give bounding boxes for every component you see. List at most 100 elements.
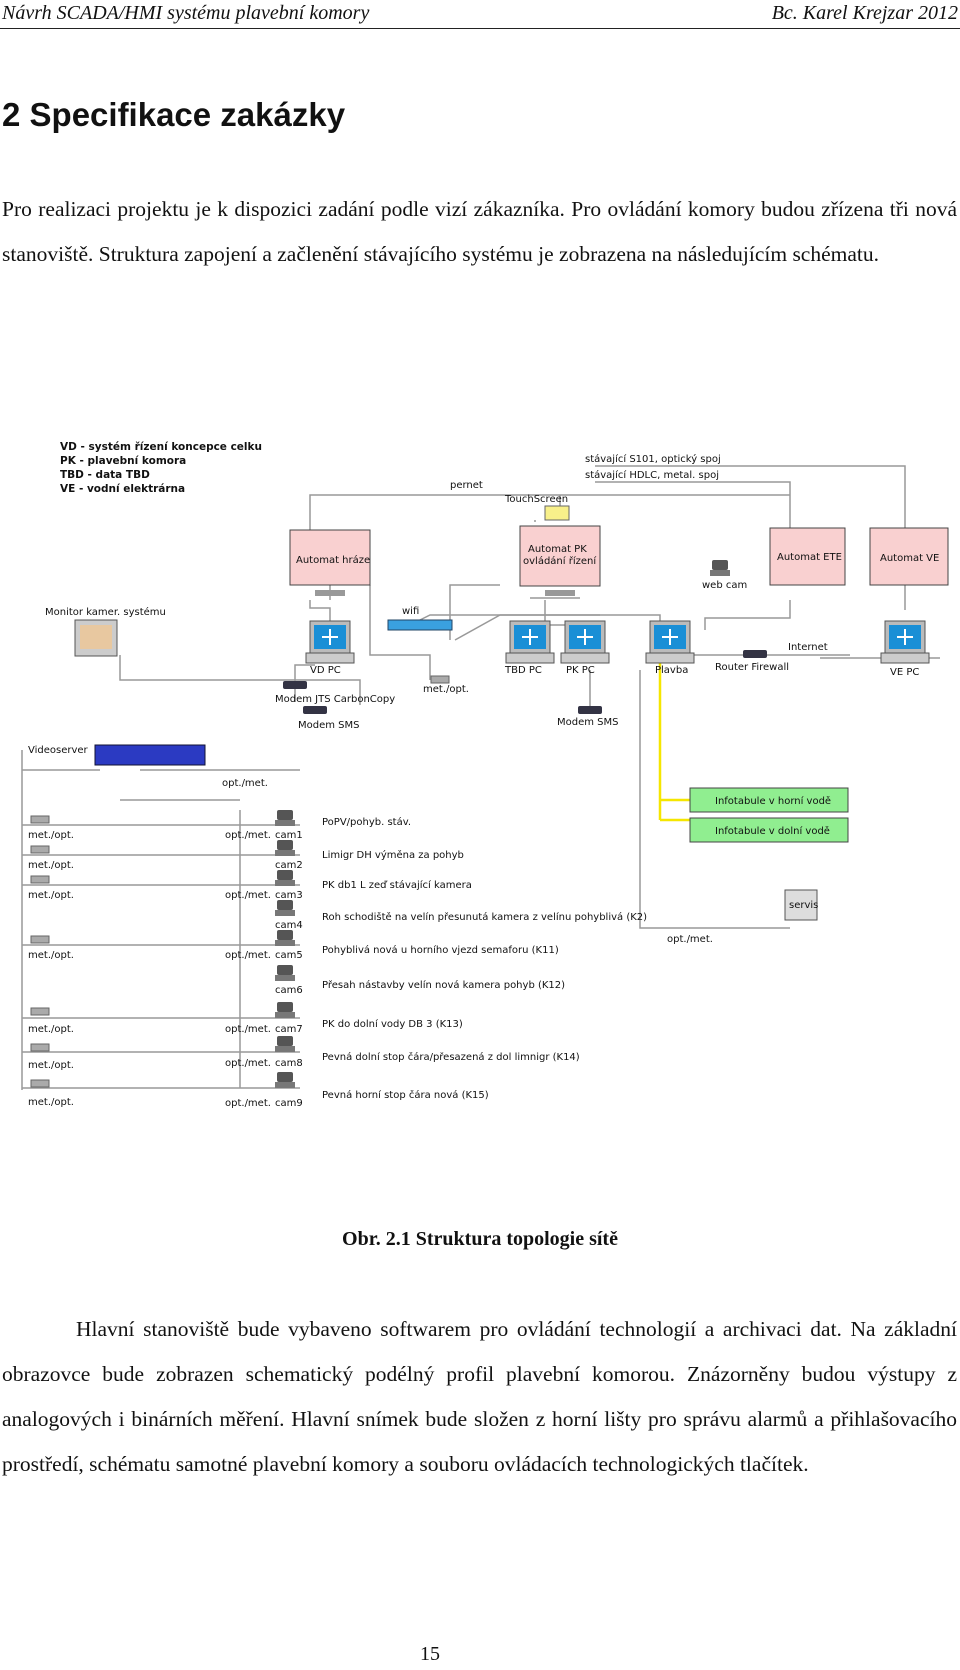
ve-pc-icon — [880, 620, 930, 664]
camera-label: cam7 — [275, 1024, 303, 1035]
camera-description: Pevná horní stop čára nová (K15) — [322, 1089, 489, 1101]
camera-description: PK do dolní vody DB 3 (K13) — [322, 1018, 463, 1030]
wifi-label: wifi — [402, 606, 419, 617]
pk-pc-icon — [560, 620, 610, 664]
main-paragraph: Hlavní stanoviště bude vybaveno software… — [2, 1317, 957, 1476]
camera-description: Roh schodiště na velín přesunutá kamera … — [322, 911, 647, 923]
servis-label: servis — [789, 900, 818, 911]
ve-pc-label: VE PC — [890, 667, 919, 678]
camera-label: cam8 — [275, 1058, 303, 1069]
pk-pc-label: PK PC — [566, 665, 595, 676]
camera-label: cam2 — [275, 860, 303, 871]
camera-icon — [275, 1036, 295, 1052]
converter-label: met./opt. — [423, 684, 469, 695]
legend-item: VE - vodní elektrárna — [60, 483, 185, 495]
legend-item: PK - plavební komora — [60, 455, 186, 467]
intro-paragraph: Pro realizaci projektu je k dispozici za… — [2, 197, 957, 266]
vd-pc-label: VD PC — [310, 665, 341, 676]
line-legend-item: stávající S101, optický spoj — [585, 453, 721, 465]
camera-icon — [275, 870, 295, 886]
camera-label: cam6 — [275, 985, 303, 996]
camera-label: cam5 — [275, 950, 303, 961]
converter-label: opt./met. — [667, 934, 713, 945]
infotabule-horni-label: Infotabule v horní vodě — [715, 795, 831, 807]
left-converter-label: met./opt. — [28, 860, 74, 871]
line-legend-item: stávající HDLC, metal. spoj — [585, 469, 719, 481]
left-converter-label: met./opt. — [28, 1024, 74, 1035]
legend-item: VD - systém řízení koncepce celku — [60, 441, 262, 453]
left-converter-label: met./opt. — [28, 950, 74, 961]
tbd-pc-label: TBD PC — [504, 665, 542, 676]
touchscreen-icon — [544, 505, 570, 521]
modem-sms-label: Modem SMS — [298, 720, 360, 731]
switch-icon — [545, 590, 575, 596]
camera-label: cam9 — [275, 1098, 303, 1109]
touchscreen-label: TouchScreen — [504, 494, 568, 505]
camera-label: cam3 — [275, 890, 303, 901]
tbd-pc-icon — [505, 620, 555, 664]
figure-caption: Obr. 2.1 Struktura topologie sítě — [342, 1228, 618, 1250]
left-converter-label: met./opt. — [28, 830, 74, 841]
videoserver-label: Videoserver — [28, 745, 89, 756]
automat-ve-box — [869, 527, 949, 586]
camera-descriptions: PoPV/pohyb. stáv. Limigr DH výměna za po… — [322, 816, 647, 1101]
plavba-pc-icon — [645, 620, 695, 664]
modem-icon — [283, 681, 307, 689]
vd-pc-icon — [305, 620, 355, 664]
automat-pk-label: Automat PK — [528, 544, 587, 555]
camera-description: Přesah nástavby velín nová kamera pohyb … — [322, 979, 565, 991]
network-topology-diagram: VD - systém řízení koncepce celku PK - p… — [21, 441, 949, 1109]
automat-pk-sublabel: ovládání řízení — [523, 555, 597, 567]
modem-icon — [578, 706, 602, 714]
converter-icon — [430, 675, 450, 684]
camera-label: cam1 — [275, 830, 303, 841]
camera-label: cam4 — [275, 920, 303, 931]
automat-ete-label: Automat ETE — [777, 552, 842, 563]
modem-sms-label: Modem SMS — [557, 717, 619, 728]
videoserver-icon — [94, 744, 206, 766]
monitor-label: Monitor kamer. systému — [45, 606, 166, 618]
internet-label: Internet — [788, 642, 828, 653]
camera-icon — [275, 965, 295, 981]
switch-icon — [315, 590, 345, 596]
camera-column: opt./met. cam1 cam2 opt./met. cam3 cam4 … — [225, 810, 303, 1109]
converter-icon — [30, 935, 50, 944]
header-author: Bc. Karel Krejzar 2012 — [771, 2, 958, 24]
chapter-heading: 2 Specifikace zakázky — [2, 96, 346, 133]
infotabule-horni-box — [689, 787, 849, 813]
legend-item: TBD - data TBD — [60, 469, 150, 481]
plavba-pc-label: Plavba — [655, 665, 688, 676]
converter-icon — [30, 815, 50, 824]
camera-icon — [275, 930, 295, 946]
automat-hraze-box — [289, 529, 371, 586]
modem-icon — [303, 706, 327, 714]
servis-icon — [784, 889, 818, 921]
router-icon — [743, 650, 767, 658]
camera-description: Pevná dolní stop čára/přesazená z dol li… — [322, 1051, 580, 1063]
left-converter-label: met./opt. — [28, 1097, 74, 1108]
camera-converter-label: opt./met. — [225, 890, 271, 901]
camera-icon — [275, 1002, 295, 1018]
fiber-line — [658, 660, 690, 822]
automat-pk-box — [519, 525, 601, 587]
camera-description: Limigr DH výměna za pohyb — [322, 849, 464, 861]
camera-icon — [275, 900, 295, 916]
wifi-icon — [387, 619, 453, 631]
camera-converter-label: opt./met. — [225, 1058, 271, 1069]
camera-description: Pohyblivá nová u horního vjezd semaforu … — [322, 944, 559, 956]
left-converter-label: met./opt. — [28, 1060, 74, 1071]
camera-icon — [275, 810, 295, 826]
camera-converter-label: opt./met. — [225, 830, 271, 841]
running-header: Návrh SCADA/HMI systému plavební komory … — [0, 0, 960, 29]
converter-icon — [30, 1043, 50, 1052]
camera-description: PK db1 L zeď stávající kamera — [322, 879, 472, 891]
page-number: 15 — [420, 1643, 440, 1665]
camera-converter-label: opt./met. — [225, 1024, 271, 1035]
automat-ete-box — [769, 527, 846, 586]
converter-icon — [30, 1079, 50, 1088]
webcam-icon — [710, 560, 730, 576]
camera-converter-label: opt./met. — [225, 1098, 271, 1109]
router-label: Router Firewall — [715, 662, 789, 673]
converter-label: opt./met. — [222, 778, 268, 789]
header-title: Návrh SCADA/HMI systému plavební komory — [2, 2, 370, 24]
